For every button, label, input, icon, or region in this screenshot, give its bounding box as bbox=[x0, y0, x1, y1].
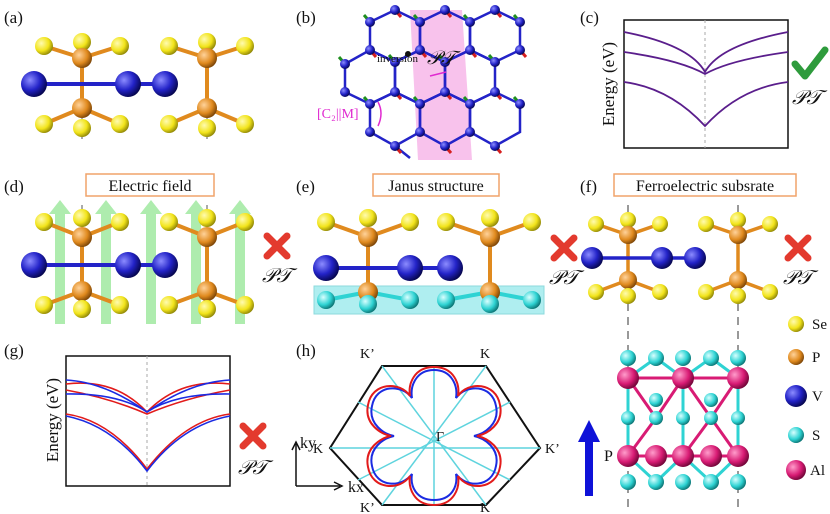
k-label-top-right: K bbox=[480, 347, 490, 362]
title-d: Electric field bbox=[108, 178, 191, 195]
panel-b-lattice: inversion 𝒫𝒯 [C₂||M] bbox=[317, 5, 528, 160]
panel-label-g: (g) bbox=[4, 341, 24, 360]
band-curve-3 bbox=[623, 81, 789, 128]
k-label-bottom-right: K bbox=[480, 501, 490, 514]
gamma-label: Γ bbox=[436, 430, 444, 445]
panel-label-a: (a) bbox=[4, 8, 23, 27]
panel-label-f: (f) bbox=[580, 177, 597, 196]
panel-e-structure: Janus structure 𝒫𝒯 bbox=[313, 173, 585, 315]
legend-marker-s bbox=[788, 427, 804, 443]
panel-label-c: (c) bbox=[580, 8, 599, 27]
pt-label-g: 𝒫𝒯 bbox=[238, 455, 274, 479]
spin-up-band-1 bbox=[65, 382, 231, 414]
fermi-contour-red bbox=[366, 365, 502, 507]
polarization-arrow bbox=[578, 420, 600, 496]
panel-label-e: (e) bbox=[296, 177, 315, 196]
ky-label: ky bbox=[300, 435, 316, 452]
pt-label-d: 𝒫𝒯 bbox=[262, 263, 298, 287]
k-label-left: K bbox=[313, 442, 323, 457]
panel-d-structure: Electric field 𝒫𝒯 bbox=[21, 173, 298, 324]
legend-label-s: S bbox=[812, 428, 820, 444]
ferroelectric-substrate bbox=[617, 350, 749, 490]
legend-label-al: Al bbox=[810, 463, 825, 479]
panel-h-brillouin-zone: Γ K’ K K K’ K’ K ky kx bbox=[291, 347, 560, 514]
fermi-contour-blue bbox=[370, 368, 498, 502]
ylabel-g: Energy (eV) bbox=[43, 378, 62, 462]
panel-label-h: (h) bbox=[296, 341, 316, 360]
legend-label-v: V bbox=[812, 389, 823, 405]
legend-marker-p bbox=[788, 349, 804, 365]
panel-label-b: (b) bbox=[296, 8, 316, 27]
pt-label-b: 𝒫𝒯 bbox=[427, 47, 461, 69]
pt-label-e: 𝒫𝒯 bbox=[549, 265, 585, 289]
c2m-label: [C₂||M] bbox=[317, 107, 359, 122]
legend: Se P V S Al bbox=[785, 316, 827, 480]
spin-up-band-3 bbox=[65, 413, 231, 471]
cross-icon-g bbox=[239, 422, 267, 450]
check-icon bbox=[791, 46, 829, 80]
kp-label-right: K’ bbox=[545, 442, 560, 457]
legend-label-se: Se bbox=[812, 317, 827, 333]
cross-icon-f bbox=[784, 234, 812, 262]
title-e: Janus structure bbox=[388, 178, 484, 195]
panel-label-d: (d) bbox=[4, 177, 24, 196]
legend-marker-se bbox=[788, 316, 804, 332]
panel-g-bands: Energy (eV) 𝒫𝒯 bbox=[43, 355, 274, 487]
ylabel-c: Energy (eV) bbox=[599, 42, 618, 126]
band-frame-g bbox=[65, 355, 231, 487]
spin-down-band-3 bbox=[65, 415, 231, 473]
legend-label-p: P bbox=[812, 350, 820, 366]
cross-icon-e bbox=[550, 234, 578, 262]
band-frame-c bbox=[623, 19, 789, 149]
panel-a-structure bbox=[21, 33, 254, 140]
pt-label-f: 𝒫𝒯 bbox=[783, 265, 819, 289]
legend-marker-al bbox=[786, 460, 806, 480]
spin-down-band-2 bbox=[65, 393, 231, 413]
panel-c-bands: Energy (eV) 𝒫𝒯 bbox=[599, 19, 829, 149]
kp-label-top-left: K’ bbox=[360, 347, 375, 362]
band-curve-2 bbox=[623, 51, 789, 76]
inversion-label: inversion bbox=[377, 53, 418, 65]
kp-label-bottom-left: K’ bbox=[360, 501, 375, 514]
legend-marker-v bbox=[785, 385, 807, 407]
title-f: Ferroelectric subsrate bbox=[636, 178, 774, 195]
polarization-label: P bbox=[604, 448, 613, 465]
cross-icon-d bbox=[263, 232, 291, 260]
pt-label-c: 𝒫𝒯 bbox=[792, 85, 828, 109]
kx-label: kx bbox=[348, 479, 364, 496]
panel-f-structure: Ferroelectric subsrate 𝒫𝒯 bbox=[578, 173, 819, 508]
band-curve-1 bbox=[623, 31, 789, 74]
